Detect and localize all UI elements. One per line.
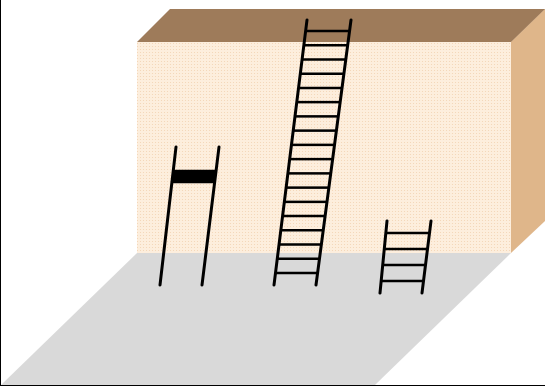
ladder-right-rail xyxy=(314,18,353,287)
ladder-right-rail xyxy=(200,145,221,287)
wall-top-face xyxy=(137,9,545,42)
ladder-left-rail xyxy=(272,18,309,287)
floor-plane xyxy=(1,253,511,385)
ladder-short-left xyxy=(158,145,221,287)
wall-side-face xyxy=(511,9,545,253)
ladder-small-right xyxy=(378,219,433,295)
ladder-tall-center xyxy=(272,18,353,287)
